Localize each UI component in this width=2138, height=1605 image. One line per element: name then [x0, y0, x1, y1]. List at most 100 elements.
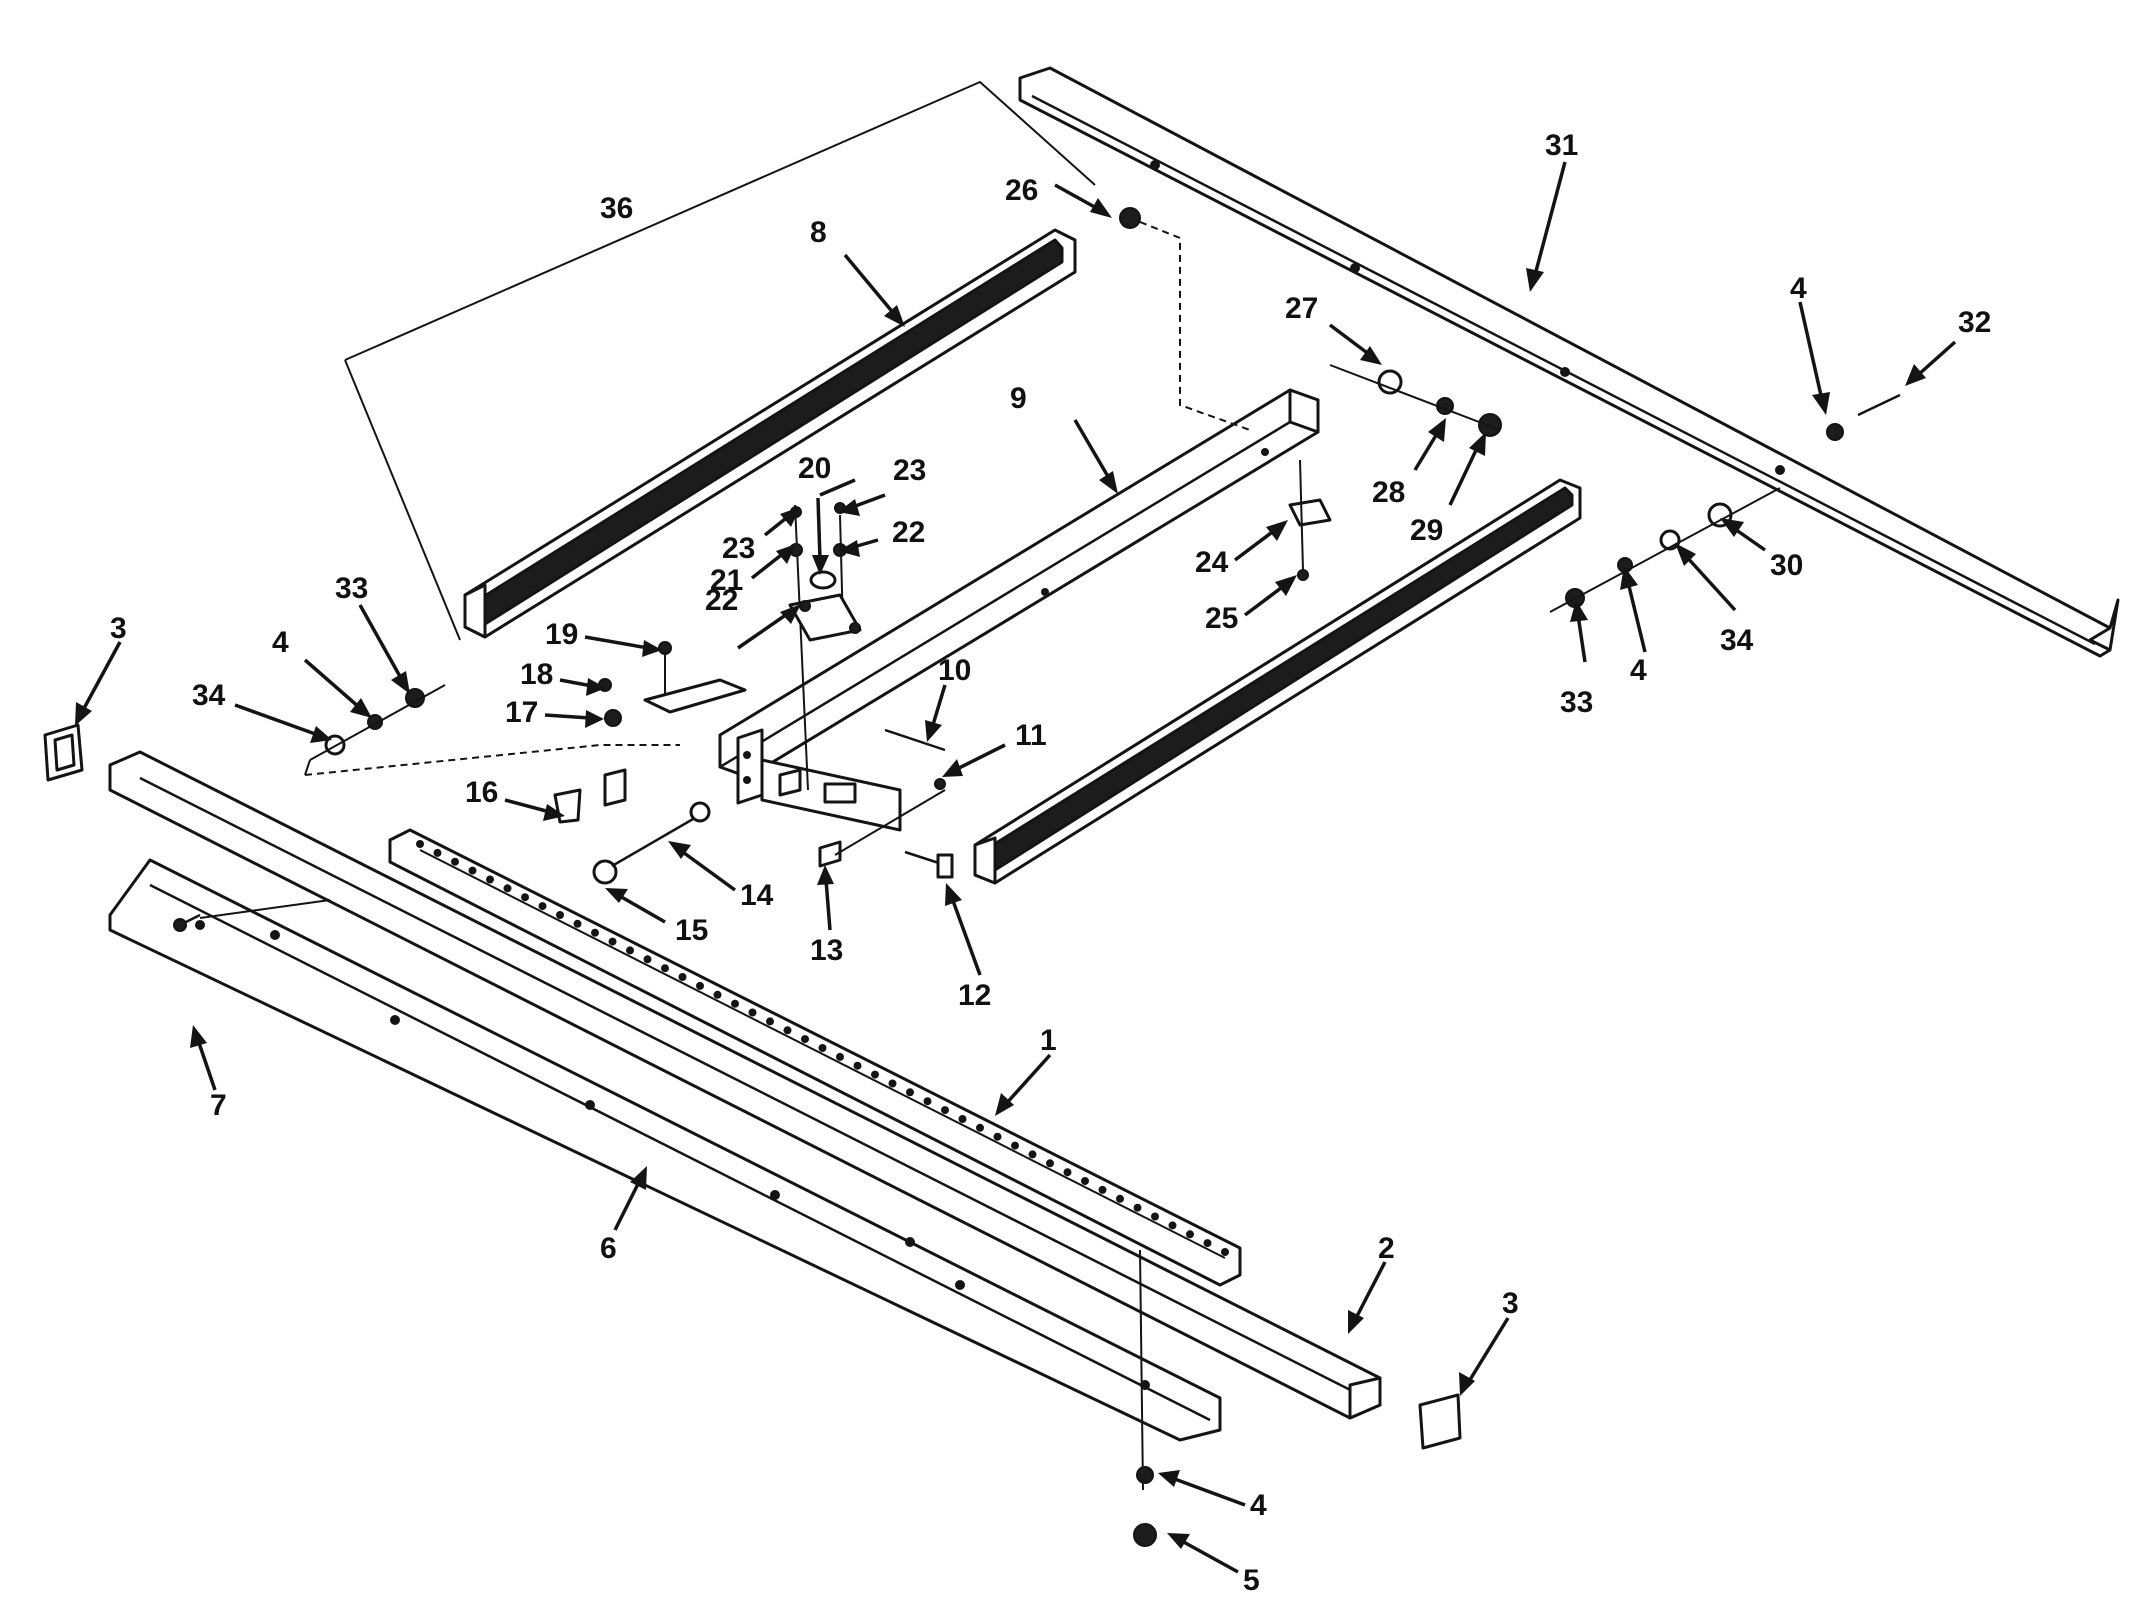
callout-18: 18	[520, 658, 553, 691]
rack-tooth	[871, 1070, 879, 1079]
rack-tooth	[993, 1132, 1002, 1141]
rack-tooth	[731, 999, 739, 1008]
rack-tooth	[591, 928, 599, 937]
rack-tooth	[696, 981, 704, 990]
rack-tooth	[433, 848, 442, 857]
callout-21: 21	[710, 564, 743, 597]
callout-3-right: 3	[1502, 1287, 1519, 1320]
rack-tooth	[783, 1026, 792, 1035]
callout-23-right: 23	[893, 454, 926, 487]
rack-tooth	[416, 840, 424, 848]
callout-22-right: 22	[892, 516, 925, 549]
assembly-36-bracket	[344, 80, 1096, 641]
callout-2: 2	[1378, 1232, 1395, 1265]
callout-8: 8	[810, 216, 827, 249]
rack-tooth	[748, 1008, 757, 1017]
rack-tooth	[486, 875, 494, 884]
rack-tooth	[1011, 1141, 1019, 1150]
rack-tooth	[1046, 1159, 1054, 1168]
rack-tooth	[661, 964, 669, 973]
rack-tooth	[976, 1123, 984, 1132]
rack-tooth	[1133, 1203, 1142, 1212]
rack-tooth	[941, 1106, 949, 1115]
callout-14: 14	[740, 879, 774, 912]
rack-tooth	[1116, 1194, 1124, 1203]
left-rail-8	[463, 228, 1077, 639]
rack-tooth	[538, 902, 547, 911]
callout-31: 31	[1545, 129, 1578, 162]
end-cap-left	[43, 723, 84, 782]
callout-9: 9	[1010, 382, 1027, 415]
right-rail	[973, 478, 1582, 885]
rack-tooth	[1168, 1221, 1177, 1230]
callout-4-right: 4	[1630, 654, 1647, 687]
center-tube-9	[718, 388, 1320, 832]
callout-5: 5	[1243, 1564, 1260, 1597]
rack-tooth	[958, 1115, 967, 1123]
rack-tooth	[1186, 1230, 1194, 1239]
rack-tooth	[713, 990, 722, 999]
callout-6: 6	[600, 1232, 617, 1265]
rack-tooth	[626, 946, 634, 955]
callout-4-top: 4	[1790, 272, 1807, 305]
rack-tooth	[818, 1044, 827, 1052]
rack-tooth	[556, 911, 564, 919]
callout-29: 29	[1410, 514, 1443, 547]
rack-tooth	[906, 1088, 914, 1097]
rack-tooth	[643, 955, 652, 964]
callout-23-left: 23	[722, 532, 755, 565]
callout-1: 1	[1040, 1024, 1057, 1057]
leader-arrows	[75, 161, 1957, 1574]
rack-tooth	[608, 937, 617, 946]
rack-tooth	[1151, 1212, 1159, 1221]
front-angle-6	[108, 858, 1222, 1442]
callout-10: 10	[938, 654, 971, 687]
rack-tooth	[1221, 1248, 1229, 1256]
callout-17: 17	[505, 696, 538, 729]
rack-tooth	[521, 893, 529, 902]
callout-27: 27	[1285, 292, 1318, 325]
callout-25: 25	[1205, 602, 1238, 635]
callout-3-left: 3	[110, 612, 127, 645]
rack-tooth	[836, 1052, 844, 1061]
rack-tooth	[1081, 1177, 1089, 1185]
callout-32: 32	[1958, 306, 1991, 339]
callout-34-left: 34	[192, 679, 226, 712]
rack-tooth	[1203, 1239, 1212, 1248]
end-cap-right	[1418, 1393, 1462, 1450]
rack-tooth	[1063, 1168, 1072, 1177]
callout-4-bottom: 4	[1250, 1489, 1267, 1522]
rear-angle-rail	[1018, 66, 2120, 658]
callout-36: 36	[600, 192, 633, 225]
callout-19: 19	[545, 618, 578, 651]
rack-teeth	[416, 840, 1229, 1256]
rack-tooth	[503, 884, 512, 893]
front-rail-tube-2	[108, 750, 1382, 1420]
rack-tooth	[451, 857, 459, 866]
callout-11: 11	[1015, 719, 1047, 752]
callout-13: 13	[810, 934, 843, 967]
rack-tooth	[888, 1079, 897, 1088]
callout-7: 7	[210, 1089, 227, 1122]
callout-33-left: 33	[335, 572, 368, 605]
callout-22-left: 22	[705, 584, 738, 617]
callout-labels: 1 2 3 3 4 4 4 4 5 6 7 8 9 10 11 12 13 14…	[110, 129, 1991, 1597]
rack-tooth	[1028, 1150, 1037, 1159]
rack-tooth	[801, 1035, 809, 1044]
callout-30: 30	[1770, 549, 1803, 582]
callout-20: 20	[798, 452, 831, 485]
rack-tooth	[678, 973, 687, 981]
callout-26: 26	[1005, 174, 1038, 207]
callout-33-right: 33	[1560, 686, 1593, 719]
callout-24: 24	[1195, 546, 1229, 579]
rack-rail-1	[388, 828, 1242, 1287]
callout-28: 28	[1372, 476, 1405, 509]
rack-tooth	[923, 1097, 932, 1106]
callout-12: 12	[958, 979, 991, 1012]
hardware	[173, 207, 1901, 1547]
callout-15: 15	[675, 914, 708, 947]
rack-tooth	[766, 1017, 774, 1026]
rack-tooth	[853, 1061, 862, 1070]
